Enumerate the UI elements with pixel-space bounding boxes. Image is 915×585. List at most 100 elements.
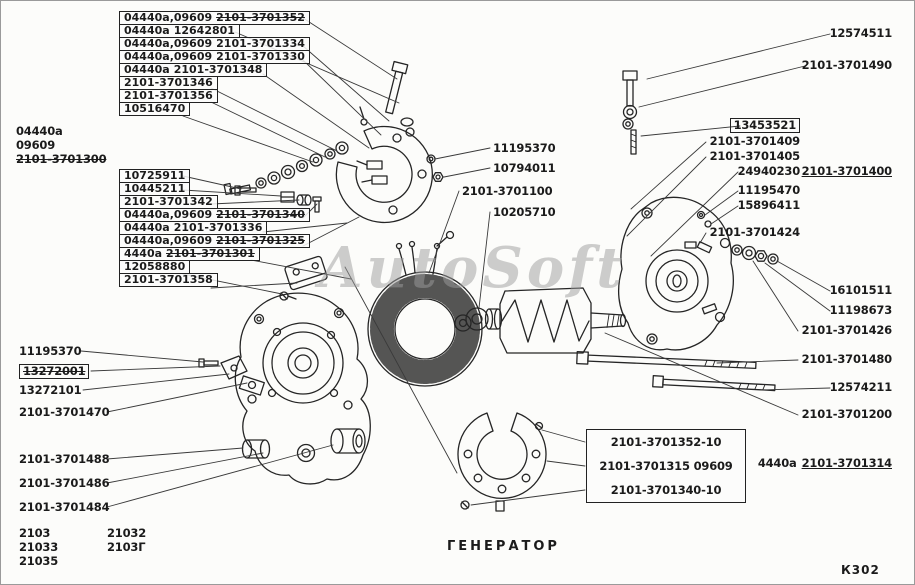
label-2101-3701314-assembly[interactable]: 4440а 2101-3701314 xyxy=(758,457,892,470)
label-2101-3701405[interactable]: 2101-3701405 xyxy=(709,149,801,163)
part-number: 2101-3701342 xyxy=(124,195,213,208)
part-number: 2101-3701330 xyxy=(216,50,305,63)
model-codes: 04440а,09609 xyxy=(124,37,213,50)
part-row[interactable]: 10445211 xyxy=(119,182,191,196)
rear-bracket xyxy=(617,196,734,351)
model-21035: 21035 xyxy=(19,554,59,568)
assembly-model-1: 04440а xyxy=(16,124,63,138)
part-number: 10516470 xyxy=(124,102,186,115)
part-row[interactable]: 12058880 xyxy=(119,260,191,274)
figure-title: ГЕНЕРАТОР xyxy=(447,539,560,554)
label-16101511[interactable]: 16101511 xyxy=(829,283,893,297)
part-number: 2101-3701356 xyxy=(124,89,213,102)
model-codes: 04440а,09609 xyxy=(124,208,213,221)
model-codes: 04440а xyxy=(124,221,170,234)
shaft-nut-washers xyxy=(731,244,779,265)
label-11195470[interactable]: 11195470 xyxy=(737,183,801,197)
label-2101-3701352-10[interactable]: 2101-3701352-10 xyxy=(610,434,722,449)
label-11195370-left[interactable]: 11195370 xyxy=(19,344,82,358)
assembly-model-2: 09609 xyxy=(16,138,56,152)
part-number: 2101-3701336 xyxy=(173,221,263,234)
label-10794011[interactable]: 10794011 xyxy=(493,161,556,175)
label-2101-3701100-stator[interactable]: 2101-3701100 xyxy=(462,184,553,198)
label-13453521[interactable]: 13453521 xyxy=(729,118,800,133)
label-2101-3701200-rotor[interactable]: 2101-3701200 xyxy=(801,407,893,421)
part-number: 10725911 xyxy=(124,169,186,182)
label-15896411[interactable]: 15896411 xyxy=(737,198,801,212)
label-2101-3701400-rear-cover[interactable]: 2101-3701400 xyxy=(801,164,893,178)
model-codes: 04440а xyxy=(124,63,170,76)
model-2103: 2103 xyxy=(19,526,51,540)
rectifier-plate xyxy=(457,412,547,512)
part-number: 10445211 xyxy=(124,182,186,195)
label-2101-3701409[interactable]: 2101-3701409 xyxy=(709,134,801,148)
part-number: 2101-3701301 xyxy=(166,247,255,260)
part-number: 2101-3701348 xyxy=(173,63,263,76)
rear-fasteners xyxy=(622,70,638,155)
label-12574511[interactable]: 12574511 xyxy=(829,26,893,40)
part-number: 2101-3701314 xyxy=(801,456,893,470)
label-13272101[interactable]: 13272101 xyxy=(19,383,82,397)
label-24940230[interactable]: 24940230 xyxy=(737,164,801,178)
sheet-code: К302 xyxy=(841,563,880,577)
terminal-washers-nuts xyxy=(223,141,349,196)
callout-column-middle: 10725911 10445211 2101-3701342 04440а,09… xyxy=(119,169,310,287)
label-2101-3701488[interactable]: 2101-3701488 xyxy=(19,452,110,466)
label-2101-3701426[interactable]: 2101-3701426 xyxy=(801,323,893,337)
part-number: 2101-3701325 xyxy=(216,234,305,247)
label-13272001[interactable]: 13272001 xyxy=(19,364,90,379)
replacement-parts-box: 2101-3701352-10 2101-3701315 09609 2101-… xyxy=(586,429,746,503)
model-codes: 4440а xyxy=(124,247,163,260)
label-2101-3701340-10[interactable]: 2101-3701340-10 xyxy=(610,482,722,497)
rotor xyxy=(484,287,627,354)
part-row[interactable]: 2101-3701358 xyxy=(119,273,218,287)
label-2101-3701484[interactable]: 2101-3701484 xyxy=(19,500,110,514)
model-21032: 21032 xyxy=(107,526,147,540)
label-2101-3701315[interactable]: 2101-3701315 09609 xyxy=(599,458,733,473)
label-2101-3701480[interactable]: 2101-3701480 xyxy=(801,352,893,366)
part-row[interactable]: 2101-3701356 xyxy=(119,89,218,103)
label-2101-3701490[interactable]: 2101-3701490 xyxy=(801,58,893,72)
part-row[interactable]: 10725911 xyxy=(119,169,191,183)
model-21033: 21033 xyxy=(19,540,59,554)
model-codes: 04440а,09609 xyxy=(124,50,213,63)
cover-bolt xyxy=(385,60,415,137)
stator xyxy=(367,230,483,387)
label-10205710[interactable]: 10205710 xyxy=(493,205,556,219)
model-codes: 04440а xyxy=(124,24,170,37)
front-bracket xyxy=(234,292,371,485)
label-2101-3701486[interactable]: 2101-3701486 xyxy=(19,476,110,490)
part-number: 2101-3701340 xyxy=(216,208,305,221)
part-number: 2101-3701346 xyxy=(124,76,213,89)
label-2101-3701470[interactable]: 2101-3701470 xyxy=(19,405,110,419)
model-codes: 04440а,09609 xyxy=(124,234,213,247)
part-row[interactable]: 2101-3701342 xyxy=(119,195,218,209)
front-bearing xyxy=(454,307,489,332)
model-2103g: 2103Г xyxy=(107,540,146,554)
brush-cover xyxy=(335,106,433,224)
part-number: 2101-3701352 xyxy=(216,11,305,24)
assembly-part-number[interactable]: 2101-3701300 xyxy=(16,152,107,166)
label-11195370-center[interactable]: 11195370 xyxy=(493,141,556,155)
model-codes: 04440а,09609 xyxy=(124,11,213,24)
part-row[interactable]: 2101-3701346 xyxy=(119,76,218,90)
part-row[interactable]: 10516470 xyxy=(119,102,191,116)
label-11198673[interactable]: 11198673 xyxy=(829,303,893,317)
model-codes: 4440а xyxy=(757,456,797,470)
label-12574211[interactable]: 12574211 xyxy=(829,380,893,394)
part-number: 2101-3701334 xyxy=(216,37,305,50)
tie-bolts xyxy=(576,350,776,392)
mounting-bushings xyxy=(241,428,366,459)
part-number: 12642801 xyxy=(173,24,235,37)
label-2101-3701424[interactable]: 2101-3701424 xyxy=(709,225,801,239)
